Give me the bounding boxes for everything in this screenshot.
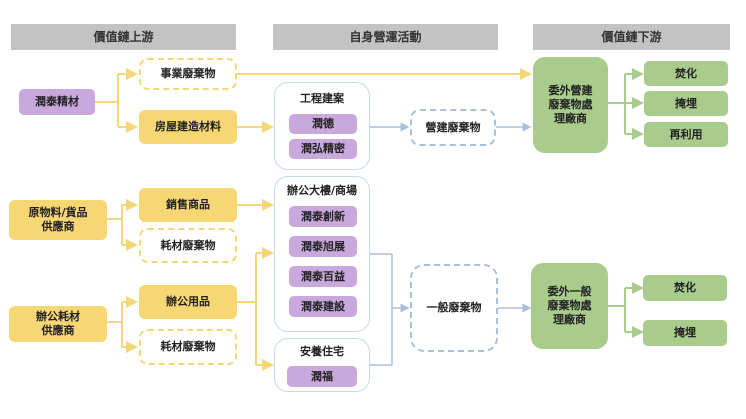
company-runtai-construction: 潤泰建設	[289, 296, 357, 317]
consumable-waste-node-2: 耗材廢棄物	[139, 329, 237, 365]
senior-housing-title: 安養住宅	[300, 345, 344, 358]
construction-waste-node: 營建廢棄物	[410, 109, 496, 146]
consumable-waste-node-1: 耗材廢棄物	[139, 228, 237, 263]
runtai-material-node: 潤泰精材	[19, 89, 95, 115]
office-supplier-node: 辦公耗材 供應商	[9, 306, 107, 342]
office-mall-group: 辦公大樓/商場 潤泰創新 潤泰旭展 潤泰百益 潤泰建設	[274, 176, 370, 332]
sales-goods-node: 銷售商品	[139, 188, 237, 222]
company-runtai-innovation: 潤泰創新	[289, 206, 357, 227]
general-waste-processor-node: 委外一般 廢棄物處 理廠商	[531, 263, 608, 349]
company-runde: 潤德	[289, 114, 357, 134]
header-own-operations: 自身營運活動	[273, 24, 498, 50]
construction-landfill-node: 掩埋	[644, 91, 728, 116]
engineering-title: 工程建案	[300, 92, 344, 105]
company-runtai-xuzhan: 潤泰旭展	[289, 236, 357, 257]
office-mall-title: 辦公大樓/商場	[286, 184, 358, 197]
header-downstream: 價值鏈下游	[533, 24, 730, 50]
construction-waste-processor-node: 委外營建 廢棄物處 理廠商	[533, 57, 608, 153]
general-incinerate-node: 焚化	[643, 275, 727, 301]
building-materials-node: 房屋建造材料	[139, 110, 237, 144]
construction-reuse-node: 再利用	[644, 122, 728, 147]
senior-housing-group: 安養住宅 潤福	[274, 338, 370, 392]
general-landfill-node: 掩埋	[643, 320, 727, 346]
raw-material-supplier-node: 原物料/貨品 供應商	[9, 200, 107, 240]
header-upstream: 價值鏈上游	[11, 24, 236, 50]
company-runhong: 潤弘精密	[289, 139, 357, 159]
engineering-group: 工程建案 潤德 潤弘精密	[274, 82, 370, 170]
company-runtai-baiyi: 潤泰百益	[289, 266, 357, 287]
construction-incinerate-node: 焚化	[644, 61, 728, 86]
general-waste-node: 一般廢棄物	[410, 264, 498, 352]
office-supplies-node: 辦公用品	[139, 285, 237, 319]
business-waste-node: 事業廢棄物	[139, 58, 237, 90]
company-runfu: 潤福	[287, 366, 357, 387]
